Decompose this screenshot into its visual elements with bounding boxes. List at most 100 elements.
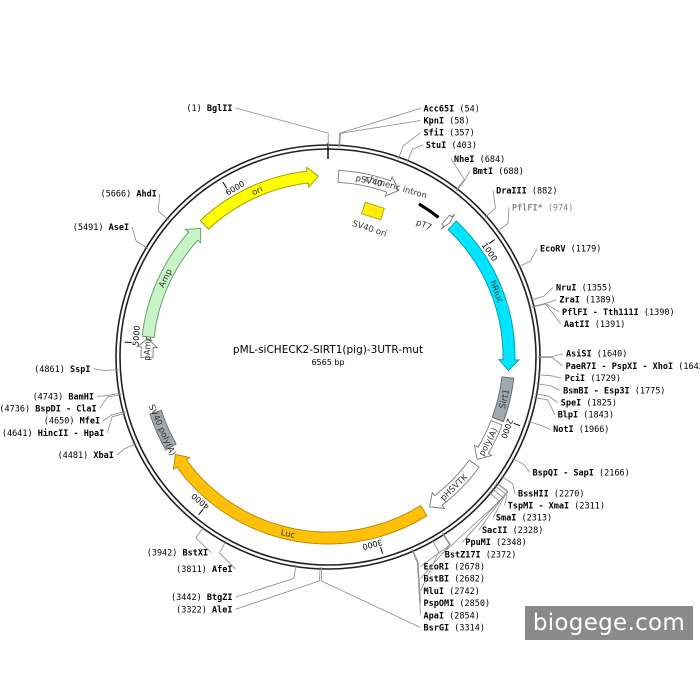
site-label: (3942) BstXI bbox=[147, 549, 208, 559]
site-spei: SpeI (1825) bbox=[534, 393, 617, 409]
site-leader bbox=[420, 539, 440, 592]
site-label: PspOMI (2850) bbox=[424, 599, 491, 609]
site-label: AatII (1391) bbox=[564, 320, 625, 330]
site-blpi: BlpI (1843) bbox=[534, 396, 614, 421]
feature-ori: ori bbox=[199, 166, 320, 230]
site-label: SfiI (357) bbox=[424, 128, 475, 139]
site-name: PflFI* bbox=[512, 203, 543, 213]
site-position: (1775) bbox=[635, 386, 666, 396]
site-name: TspMI - XmaI bbox=[508, 501, 569, 511]
site-leader bbox=[496, 207, 510, 233]
chimeric-intron-shape bbox=[418, 202, 440, 219]
site-label: (5666) AhdI bbox=[100, 190, 156, 200]
site-label: EcoRV (1179) bbox=[540, 245, 601, 255]
site-name: AatII bbox=[564, 320, 590, 330]
site-label: PaeR7I - PspXI - XhoI (1643) bbox=[566, 362, 700, 372]
site-label: BstBI (2682) bbox=[424, 575, 485, 585]
site-position: (58) bbox=[449, 117, 469, 127]
site-label: BlpI (1843) bbox=[558, 411, 614, 421]
tick-mark bbox=[124, 341, 132, 344]
site-name: BlpI bbox=[558, 411, 578, 421]
site-name: BstZ17I bbox=[445, 550, 481, 560]
site-name: StuI bbox=[426, 141, 446, 151]
site-label: KpnI (58) bbox=[424, 117, 470, 127]
site-leader bbox=[397, 132, 421, 160]
feature-luc: Luc bbox=[172, 453, 428, 545]
site-leader bbox=[157, 193, 170, 221]
site-bsrgi: BsrGI (3314) bbox=[320, 566, 485, 633]
site-position: (4650) bbox=[44, 417, 75, 427]
site-leader bbox=[320, 566, 421, 628]
site-leader bbox=[492, 482, 508, 518]
site-bstbi: BstBI (2682) bbox=[420, 533, 485, 585]
site-acc65i: Acc65I (54) bbox=[338, 104, 480, 148]
site-name: PciI bbox=[565, 373, 585, 384]
site-name: ZraI bbox=[559, 296, 579, 306]
site-label: BstZ17I (2372) bbox=[445, 550, 517, 560]
site-name: ApaI bbox=[424, 611, 444, 621]
site-position: (2742) bbox=[449, 587, 480, 597]
feature-pt7 bbox=[440, 213, 455, 230]
site-smai: SmaI (2313) bbox=[492, 482, 552, 524]
backbone-inner-circle bbox=[119, 148, 537, 566]
site-position: (1640) bbox=[597, 350, 628, 360]
site-position: (2166) bbox=[599, 468, 630, 478]
feature-polya: poly(A) bbox=[473, 420, 503, 461]
site-leader bbox=[441, 491, 501, 555]
psv40-shape bbox=[337, 169, 400, 197]
luc-label: Luc bbox=[280, 528, 297, 541]
site-sspi: (4861) SspI bbox=[34, 365, 119, 375]
site-leader bbox=[484, 190, 496, 218]
pamp-shape bbox=[136, 338, 159, 359]
amp-shape bbox=[141, 227, 202, 339]
site-leader bbox=[530, 287, 554, 301]
plasmid-backbone bbox=[115, 144, 541, 570]
site-bsshii: BssHII (2270) bbox=[500, 475, 585, 499]
site-leader bbox=[478, 484, 506, 531]
site-afei: (3811) AfeI bbox=[176, 540, 236, 575]
site-name: BamHI bbox=[68, 392, 94, 402]
phsvtk-label: pHSVTK bbox=[439, 472, 471, 503]
site-label: PflFI* (974) bbox=[512, 203, 573, 213]
site-label: (4481) XbaI bbox=[58, 451, 114, 461]
site-name: AfeI bbox=[212, 565, 232, 575]
site-name: SpeI bbox=[561, 399, 581, 409]
hluc-label: hRluc bbox=[487, 279, 505, 305]
site-position: (5666) bbox=[100, 190, 131, 200]
tick-mark bbox=[380, 546, 383, 554]
site-name: DraIII bbox=[496, 187, 527, 197]
site-label: SpeI (1825) bbox=[561, 399, 617, 409]
site-name: EcoRV bbox=[540, 245, 566, 255]
site-name: PspOMI bbox=[424, 599, 455, 609]
site-apai: ApaI (2854) bbox=[411, 549, 480, 621]
site-position: (403) bbox=[451, 141, 477, 151]
site-xbai: (4481) XbaI bbox=[58, 442, 137, 461]
site-label: StuI (403) bbox=[426, 141, 477, 151]
map-title-group: pML-siCHECK2-SIRT1(pig)-3UTR-mut 6565 bp bbox=[233, 344, 423, 367]
site-name: SmaI bbox=[496, 514, 516, 524]
site-nrui: NruI (1355) bbox=[530, 283, 612, 301]
site-alei: (3322) AleI bbox=[176, 566, 321, 615]
site-asisi: AsiSI (1640) bbox=[537, 349, 628, 360]
site-name: BsmBI - Esp3I bbox=[563, 386, 630, 396]
site-position: (3322) bbox=[176, 605, 207, 615]
site-btgzi: (3442) BtgZI bbox=[171, 564, 297, 603]
site-leader bbox=[456, 170, 471, 192]
site-name: BsrGI bbox=[424, 623, 450, 633]
site-nhei: NheI (684) bbox=[450, 155, 505, 191]
site-asei: (5491) AseI bbox=[73, 223, 149, 249]
site-zrai: ZraI (1389) bbox=[531, 296, 616, 308]
site-leader bbox=[420, 532, 452, 567]
site-position: (4743) bbox=[33, 392, 64, 402]
site-aatii: AatII (1391) bbox=[531, 303, 625, 330]
feature-sirt1: Sirt1 bbox=[491, 376, 515, 423]
site-position: (5491) bbox=[73, 223, 104, 233]
phsvtk-shape bbox=[429, 459, 480, 509]
site-leader bbox=[338, 107, 421, 148]
site-label: PpuMI (2348) bbox=[465, 538, 526, 548]
site-position: (3442) bbox=[171, 593, 202, 603]
site-position: (3811) bbox=[176, 565, 207, 575]
site-position: (1729) bbox=[590, 374, 621, 384]
pt7-shape bbox=[440, 213, 455, 230]
